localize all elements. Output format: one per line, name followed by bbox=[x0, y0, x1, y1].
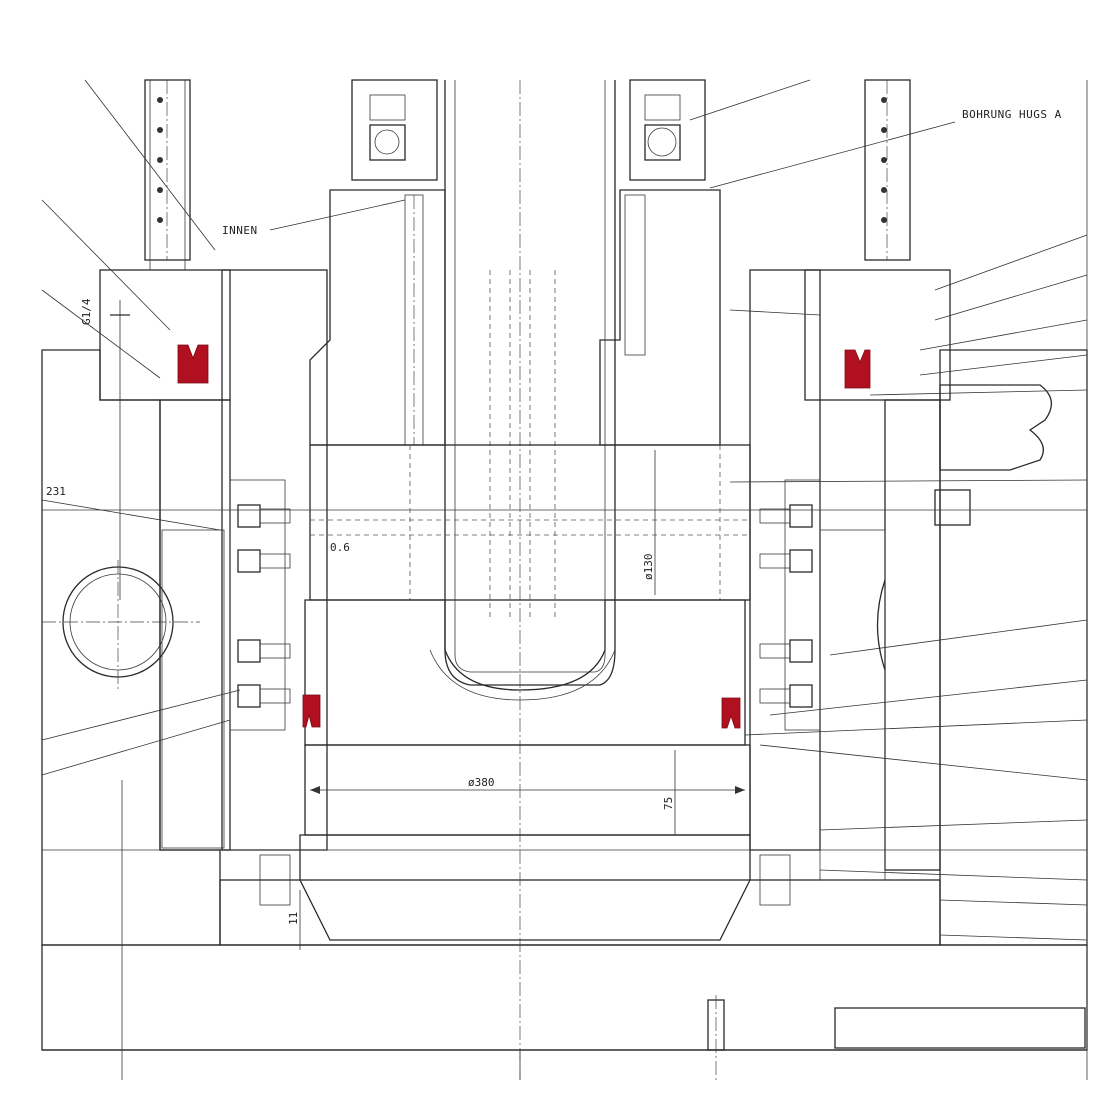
base-housing bbox=[41, 349, 1088, 1051]
seal-lower-left bbox=[302, 694, 321, 728]
cylinder-chamber bbox=[309, 444, 751, 601]
leader-lines bbox=[41, 79, 1088, 941]
label-06: 0.6 bbox=[330, 541, 350, 554]
lower-cavity bbox=[259, 744, 791, 941]
seal-lower-right bbox=[721, 697, 741, 729]
piston bbox=[304, 599, 746, 746]
left-bolt-stack bbox=[237, 504, 291, 708]
upper-bracket-right bbox=[629, 79, 706, 181]
seal-top-right bbox=[844, 349, 871, 389]
label-75: 75 bbox=[662, 797, 675, 810]
label-d130: ø130 bbox=[642, 554, 655, 581]
label-g14: G1/4 bbox=[80, 298, 93, 325]
seal-top-left bbox=[177, 344, 209, 384]
top-left-clamp bbox=[309, 189, 446, 446]
label-bohrung: BOHRUNG HUGS A bbox=[962, 108, 1062, 121]
upper-bracket-left bbox=[351, 79, 438, 181]
label-d380: ø380 bbox=[468, 776, 495, 789]
right-bolt-stack bbox=[759, 504, 813, 708]
label-11: 11 bbox=[287, 912, 300, 925]
dimension-lines bbox=[42, 300, 1087, 950]
seals bbox=[177, 344, 871, 729]
label-innen: INNEN bbox=[222, 224, 258, 237]
right-tie-rod bbox=[864, 79, 911, 261]
left-port-circle bbox=[42, 560, 200, 690]
frame-lines bbox=[121, 80, 1088, 1080]
left-outer-sleeve bbox=[99, 269, 328, 851]
label-231: 231 bbox=[46, 485, 66, 498]
central-shaft bbox=[444, 80, 616, 1080]
left-tie-rod bbox=[144, 79, 191, 261]
top-right-clamp bbox=[599, 189, 721, 446]
right-port-arc bbox=[876, 579, 886, 671]
